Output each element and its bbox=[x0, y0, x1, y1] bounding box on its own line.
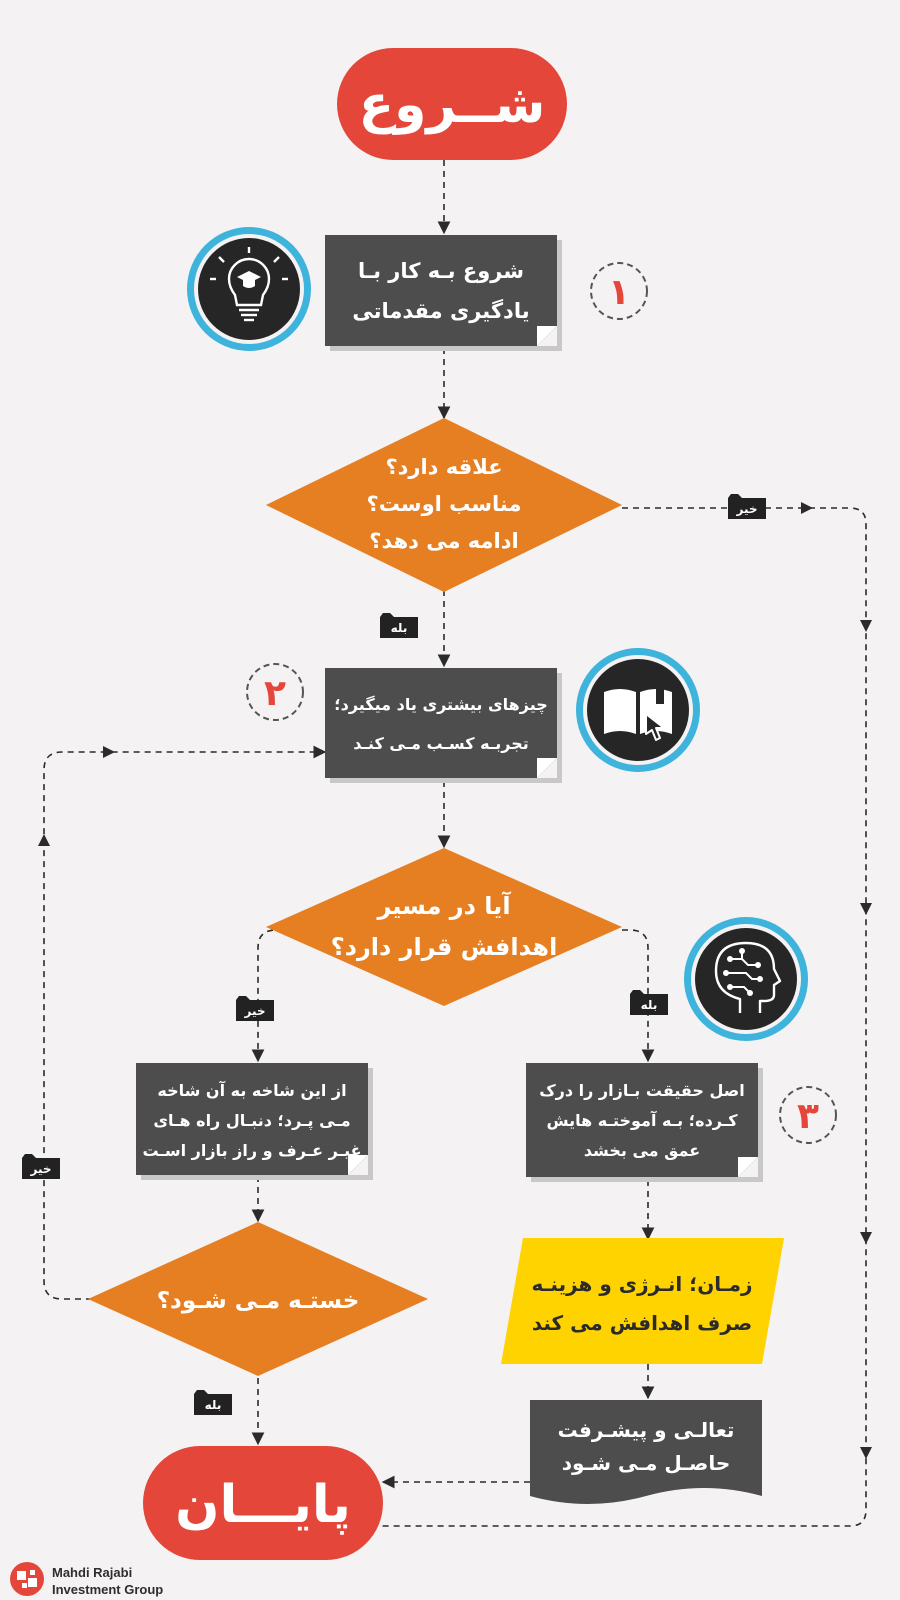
ai-head-icon bbox=[684, 917, 808, 1041]
number-2-label: ۲ bbox=[264, 673, 286, 714]
start-pill bbox=[337, 48, 567, 160]
tag-no-label: خیر bbox=[243, 1004, 265, 1018]
step-number-2: ۲ bbox=[246, 663, 304, 721]
step2-line1: چیزهای بیشتری یاد میگیرد؛ bbox=[334, 695, 548, 715]
tag-yes-label: بله bbox=[391, 621, 408, 635]
connector-decision2-yes bbox=[622, 929, 655, 1063]
decision2-line2: اهدافش قرار دارد؟ bbox=[331, 933, 558, 961]
decision2-shape bbox=[266, 848, 622, 1006]
decision1-line2: مناسب اوست؟ bbox=[367, 492, 522, 516]
step1-line1: شروع بـه کار بـا bbox=[358, 259, 524, 283]
tag-no-decision3: خیر bbox=[22, 1154, 60, 1179]
brand-subtitle: Investment Group bbox=[52, 1582, 163, 1597]
decision1-line1: علاقه دارد؟ bbox=[385, 455, 502, 479]
tag-yes-label: بله bbox=[641, 998, 658, 1012]
page-curl bbox=[738, 1157, 758, 1177]
step1-line2: یادگیری مقدماتی bbox=[352, 298, 529, 323]
end-terminal: پایـــان bbox=[143, 1446, 383, 1560]
insight-box: اصل حقیقت بـازار را درک کـرده؛ بـه آموخت… bbox=[526, 1063, 763, 1182]
number-3-label: ۳ bbox=[797, 1096, 819, 1137]
decision3-diamond: خستـه مـی شـود؟ bbox=[88, 1222, 428, 1376]
connector-decision2-no bbox=[251, 929, 284, 1063]
progress-document: تعالـی و پیشـرفت حاصـل مـی شـود bbox=[530, 1400, 762, 1504]
page-curl bbox=[348, 1155, 368, 1175]
tag-yes-decision2: بله bbox=[630, 990, 668, 1015]
decision2-line1: آیا در مسیر bbox=[376, 891, 511, 920]
number-circle bbox=[590, 262, 648, 320]
commit-line1: زمـان؛ انـرژی و هزینـه bbox=[531, 1272, 752, 1296]
end-label: پایـــان bbox=[175, 1475, 351, 1535]
brand-logo: Mahdi Rajabi Investment Group bbox=[10, 1562, 163, 1597]
wander-line1: از این شاخه به آن شاخه bbox=[157, 1080, 346, 1100]
wander-line2: مـی پـرد؛ دنبـال راه هـای bbox=[153, 1111, 350, 1131]
side-arrowheads bbox=[38, 502, 872, 1459]
page-curl bbox=[537, 758, 557, 778]
commit-shape bbox=[501, 1238, 784, 1364]
number-circle bbox=[779, 1086, 837, 1144]
step1-box: شروع بـه کار بـا یادگیری مقدماتی bbox=[325, 235, 562, 351]
decision3-shape bbox=[88, 1222, 428, 1376]
arrowhead bbox=[38, 834, 50, 846]
tag-no-label: خیر bbox=[29, 1162, 51, 1176]
arrowhead bbox=[860, 1447, 872, 1459]
step2-box: چیزهای بیشتری یاد میگیرد؛ تجربـه کسـب مـ… bbox=[325, 668, 562, 783]
step2-rect bbox=[325, 668, 557, 778]
wander-box: از این شاخه به آن شاخه مـی پـرد؛ دنبـال … bbox=[136, 1063, 373, 1180]
tag-yes-label: بله bbox=[205, 1398, 222, 1412]
step2-line2: تجربـه کسـب مـی کنـد bbox=[353, 734, 528, 753]
decision3-line1: خستـه مـی شـود؟ bbox=[157, 1288, 360, 1314]
wander-line3: غیـر عـرف و راز بازار اسـت bbox=[142, 1141, 361, 1160]
page-curl bbox=[537, 326, 557, 346]
insight-rect bbox=[526, 1063, 758, 1177]
tag-no-decision2: خیر bbox=[236, 996, 274, 1021]
wander-rect bbox=[136, 1063, 368, 1175]
start-terminal: شــروع bbox=[337, 48, 567, 160]
book-pointer-icon bbox=[576, 648, 700, 772]
decision1-diamond: علاقه دارد؟ مناسب اوست؟ ادامه می دهد؟ bbox=[266, 418, 622, 592]
commit-line2: صرف اهدافش می کند bbox=[532, 1311, 752, 1335]
brand-name: Mahdi Rajabi bbox=[52, 1565, 132, 1580]
progress-shape bbox=[530, 1400, 762, 1504]
commit-parallelogram: زمـان؛ انـرژی و هزینـه صرف اهدافش می کند bbox=[501, 1238, 784, 1364]
insight-line3: عمق می بخشد bbox=[584, 1141, 700, 1160]
progress-line2: حاصـل مـی شـود bbox=[562, 1451, 731, 1475]
tag-yes-decision1: بله bbox=[380, 613, 418, 638]
arrowhead bbox=[860, 903, 872, 915]
tag-no-label: خیر bbox=[735, 502, 757, 516]
arrowhead bbox=[801, 502, 813, 514]
step-number-3: ۳ bbox=[779, 1086, 837, 1144]
tag-yes-decision3: بله bbox=[194, 1390, 232, 1415]
lightbulb-graduation-icon bbox=[187, 227, 311, 351]
progress-line1: تعالـی و پیشـرفت bbox=[558, 1418, 735, 1443]
arrowhead bbox=[860, 1232, 872, 1244]
number-1-label: ۱ bbox=[608, 272, 630, 313]
decision2-diamond: آیا در مسیر اهدافش قرار دارد؟ bbox=[266, 848, 622, 1006]
arrowhead bbox=[103, 746, 115, 758]
tag-no-decision1: خیر bbox=[728, 494, 766, 519]
arrowhead bbox=[860, 620, 872, 632]
step1-rect bbox=[325, 235, 557, 346]
insight-line1: اصل حقیقت بـازار را درک bbox=[539, 1081, 744, 1100]
start-label: شــروع bbox=[359, 75, 546, 135]
connector-decision3-no-loop bbox=[43, 745, 327, 1300]
number-circle bbox=[246, 663, 304, 721]
insight-line2: کـرده؛ بـه آموختـه هایش bbox=[546, 1110, 738, 1130]
step-number-1: ۱ bbox=[590, 262, 648, 320]
decision1-line3: ادامه می دهد؟ bbox=[369, 529, 518, 553]
decision1-shape bbox=[266, 418, 622, 592]
brand-mark-icon bbox=[10, 1562, 44, 1596]
end-pill bbox=[143, 1446, 383, 1560]
